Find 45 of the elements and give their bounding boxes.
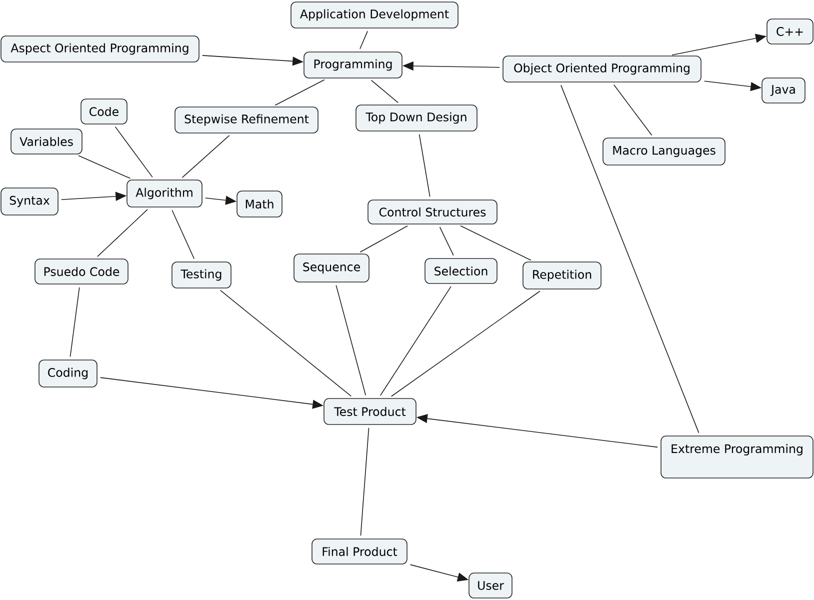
concept-box: Final Product <box>312 538 408 564</box>
concept-box: Repetition <box>522 262 602 290</box>
concept-box: Extreme Programming <box>660 436 814 478</box>
connecting-line <box>172 210 195 260</box>
connecting-line <box>560 84 700 434</box>
concept-box: Top Down Design <box>356 104 478 132</box>
concept-box: Test Product <box>324 398 416 425</box>
concept-box: Java <box>762 78 806 104</box>
connecting-line <box>70 286 80 358</box>
concept-box: User <box>468 572 512 598</box>
connecting-line <box>336 284 366 396</box>
concept-box: Psuedo Code <box>34 258 128 284</box>
concept-box: Macro Languages <box>602 138 726 166</box>
connecting-line <box>78 155 131 179</box>
connecting-line <box>220 290 352 397</box>
connecting-line <box>274 79 325 106</box>
concept-box: Sequence <box>294 254 370 282</box>
connecting-line <box>182 135 230 178</box>
connecting-line <box>460 225 532 261</box>
connecting-line <box>97 209 148 257</box>
connecting-line <box>370 80 399 104</box>
concept-box: Object Oriented Programming <box>502 56 702 82</box>
connecting-line <box>360 225 408 253</box>
connecting-line <box>360 30 368 50</box>
concept-box: Code <box>80 98 128 124</box>
concept-box: Selection <box>424 258 498 284</box>
connecting-line <box>390 290 540 397</box>
connecting-line <box>613 84 652 136</box>
connecting-line <box>439 226 454 256</box>
connecting-line <box>418 134 430 198</box>
concept-box: Coding <box>38 360 98 388</box>
concept-box: Control Structures <box>368 200 498 224</box>
connecting-line <box>380 286 452 396</box>
concept-box: Aspect Oriented Programming <box>0 36 200 62</box>
concept-box: Testing <box>172 262 232 288</box>
concept-box: Syntax <box>0 188 58 216</box>
concept-box: Programming <box>304 52 402 78</box>
concept-box: Math <box>236 190 282 218</box>
concept-box: Stepwise Refinement <box>174 106 318 134</box>
concept-box: Algorithm <box>126 180 202 208</box>
concept-box: Application Development <box>290 2 458 28</box>
concept-box: C++ <box>766 18 814 44</box>
concept-box: Variables <box>10 128 82 154</box>
connecting-line <box>360 428 370 536</box>
connecting-line <box>114 126 153 178</box>
